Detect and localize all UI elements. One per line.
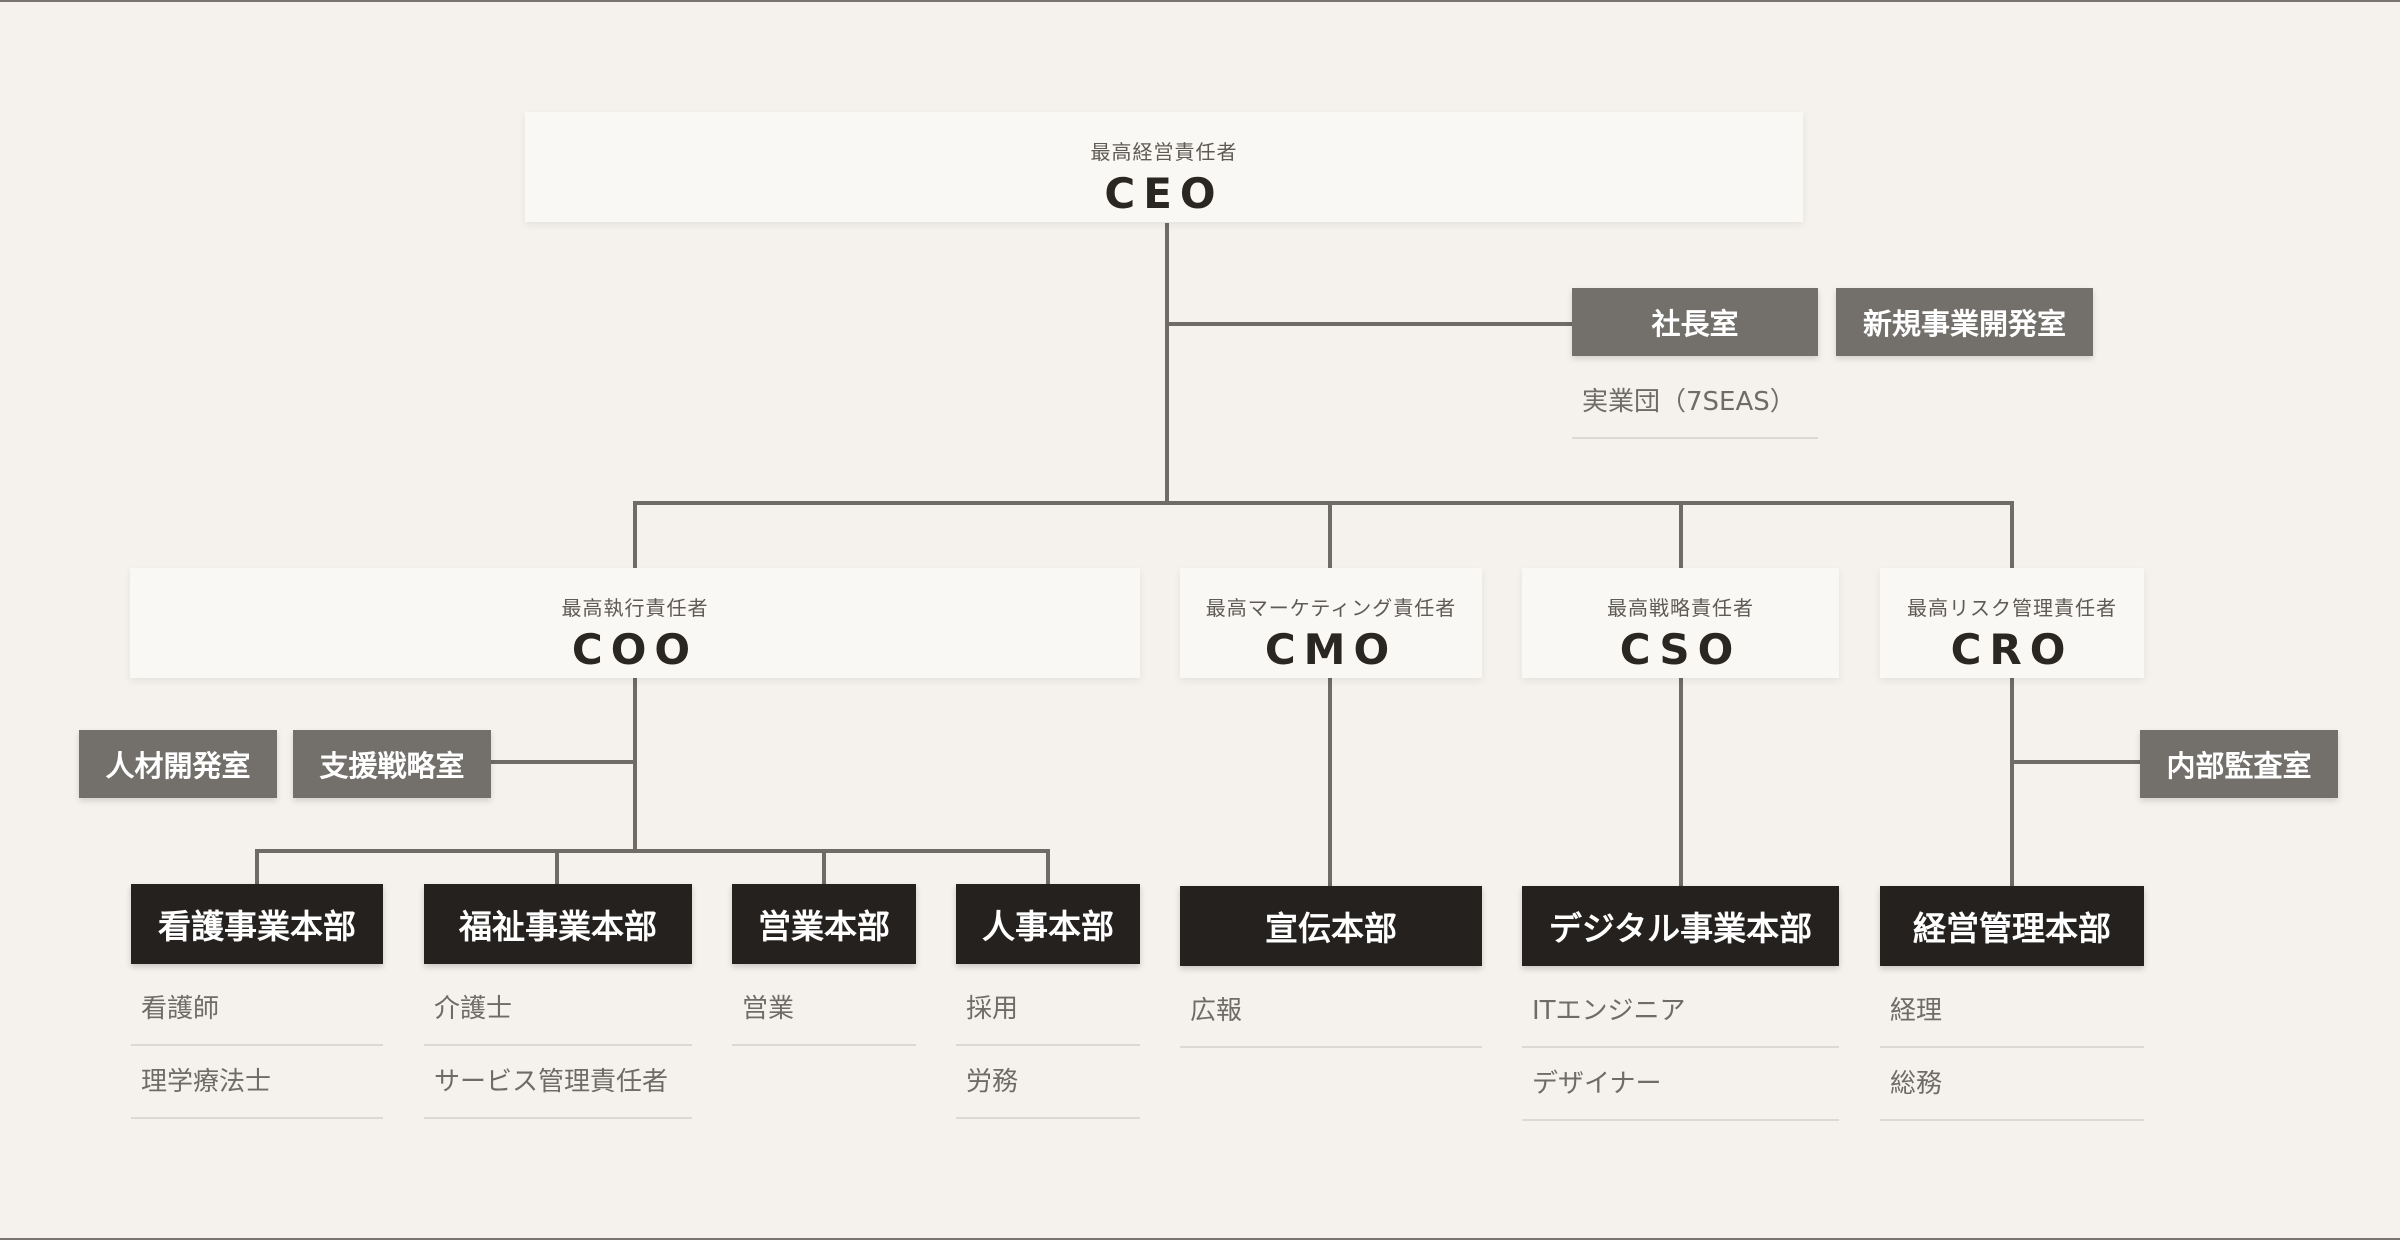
connector-cso-trunk (1679, 678, 1683, 887)
connector-coo-offices (490, 760, 635, 764)
connector-cso-drop (1679, 501, 1683, 568)
cmo-subtitle: 最高マーケティング責任者 (1205, 596, 1457, 620)
connector-executives-bus (633, 501, 2014, 505)
digital-role-1: ITエンジニア (1522, 975, 1839, 1048)
hr-role-2: 労務 (956, 1046, 1140, 1119)
connector-coo-trunk (633, 678, 637, 852)
connector-cmo-trunk (1328, 678, 1332, 887)
connector-cro-trunk (2010, 678, 2014, 887)
connector-hr-drop (1046, 849, 1050, 885)
cro-subtitle: 最高リスク管理責任者 (1907, 596, 2117, 620)
nursing-department-box: 看護事業本部 (131, 884, 383, 964)
coo-box: 最高執行責任者 COO (130, 568, 1140, 678)
cmo-box: 最高マーケティング責任者 CMO (1180, 568, 1482, 678)
internal-audit-office-box: 内部監査室 (2140, 730, 2338, 798)
nursing-role-1: 看護師 (131, 973, 383, 1046)
coo-subtitle: 最高執行責任者 (561, 596, 709, 620)
cro-box: 最高リスク管理責任者 CRO (1880, 568, 2144, 678)
hr-role-1: 採用 (956, 973, 1140, 1046)
connector-ceo-trunk (1165, 223, 1169, 503)
cso-box: 最高戦略責任者 CSO (1522, 568, 1839, 678)
hr-development-office-box: 人材開発室 (79, 730, 277, 798)
cmo-title: CMO (1264, 625, 1398, 674)
support-strategy-office-box: 支援戦略室 (293, 730, 491, 798)
cso-title: CSO (1619, 625, 1742, 674)
nursing-role-2: 理学療法士 (131, 1046, 383, 1119)
connector-cmo-drop (1328, 501, 1332, 568)
connector-cro-offices (2010, 760, 2142, 764)
connector-welfare-drop (555, 849, 559, 885)
connector-coo-departments-bus (255, 849, 1050, 853)
bottom-frame-line (0, 1238, 2400, 1240)
welfare-department-box: 福祉事業本部 (424, 884, 692, 964)
cso-subtitle: 最高戦略責任者 (1607, 596, 1754, 620)
pr-department-box: 宣伝本部 (1180, 886, 1482, 966)
hr-department-box: 人事本部 (956, 884, 1140, 964)
management-department-box: 経営管理本部 (1880, 886, 2144, 966)
ceo-subtitle: 最高経営責任者 (1090, 140, 1238, 164)
sales-role-1: 営業 (732, 973, 916, 1046)
pr-role-1: 広報 (1180, 975, 1482, 1048)
management-role-1: 経理 (1880, 975, 2144, 1048)
president-office-box: 社長室 (1572, 288, 1818, 356)
connector-nursing-drop (255, 849, 259, 885)
digital-role-2: デザイナー (1522, 1048, 1839, 1121)
connector-cro-drop (2010, 501, 2014, 568)
cro-title: CRO (1950, 625, 2074, 674)
coo-title: COO (571, 625, 699, 674)
connector-coo-drop (633, 501, 637, 568)
welfare-role-2: サービス管理責任者 (424, 1046, 692, 1119)
ceo-box: 最高経営責任者 CEO (525, 112, 1803, 222)
welfare-role-1: 介護士 (424, 973, 692, 1046)
new-business-office-box: 新規事業開発室 (1836, 288, 2093, 356)
connector-sales-drop (822, 849, 826, 885)
top-frame-line (0, 0, 2400, 2)
digital-department-box: デジタル事業本部 (1522, 886, 1839, 966)
sales-department-box: 営業本部 (732, 884, 916, 964)
ceo-title: CEO (1104, 169, 1224, 218)
management-role-2: 総務 (1880, 1048, 2144, 1121)
connector-ceo-offices (1165, 322, 1574, 326)
ceo-office-note: 実業団（7SEAS） (1572, 366, 1818, 439)
